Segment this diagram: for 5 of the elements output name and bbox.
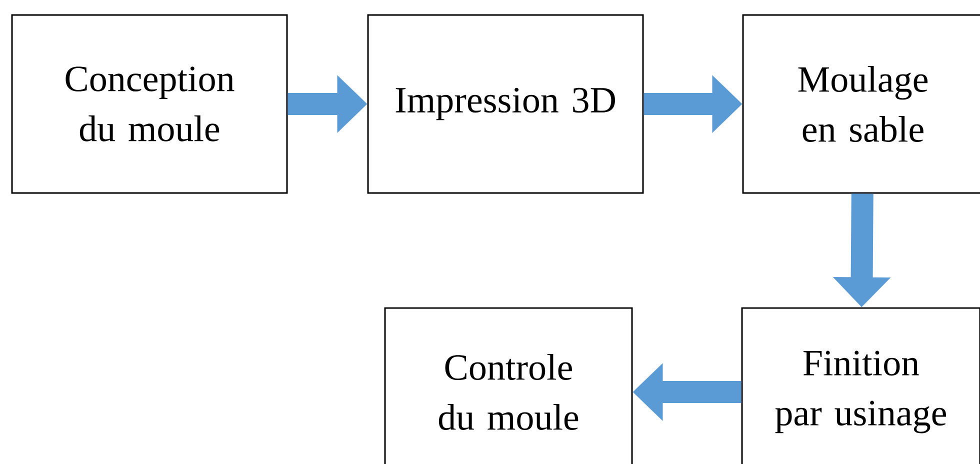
process-box: Conception du moule	[11, 14, 288, 194]
process-box: Moulage en sable	[742, 14, 980, 194]
process-box: Impression 3D	[367, 14, 644, 194]
process-box: Controle du moule	[384, 307, 633, 464]
process-box: Finition par usinage	[741, 307, 980, 464]
